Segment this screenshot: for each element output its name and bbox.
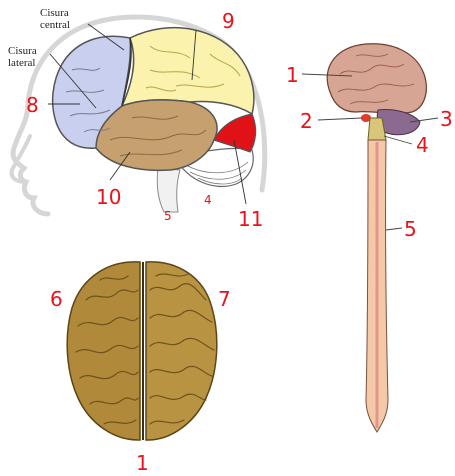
central-sulcus-label-line2: central <box>40 19 70 31</box>
number-label-6: 6 <box>50 287 63 311</box>
number-label-4-small: 4 <box>204 193 212 207</box>
lateral-sulcus-label-line2: lateral <box>8 57 35 69</box>
number-label-1-bottom: 1 <box>136 451 149 475</box>
number-label-5-cns: 5 <box>404 217 417 241</box>
number-label-3-cns: 3 <box>440 107 453 131</box>
central-sulcus-label-line1: Cisura <box>40 7 69 19</box>
central-nervous-system-illustration: 1 2 3 4 5 <box>286 44 453 432</box>
number-label-10: 10 <box>96 185 121 209</box>
number-label-7: 7 <box>218 287 231 311</box>
lateral-brain-illustration: Cisura central Cisura lateral 8 9 10 11 … <box>8 7 265 231</box>
right-hemisphere <box>146 262 217 440</box>
number-label-5-small: 5 <box>164 209 172 223</box>
cerebrum-side <box>327 44 426 114</box>
brainstem <box>157 168 180 212</box>
number-label-4-cns: 4 <box>416 133 429 157</box>
number-label-9: 9 <box>222 9 235 33</box>
number-label-2-cns: 2 <box>300 109 313 133</box>
top-view-brain-illustration: 6 7 1 <box>50 262 231 475</box>
lateral-sulcus-label-line1: Cisura <box>8 45 37 57</box>
number-label-11: 11 <box>238 207 263 231</box>
number-label-1-cns: 1 <box>286 63 299 87</box>
number-label-8: 8 <box>26 93 39 117</box>
